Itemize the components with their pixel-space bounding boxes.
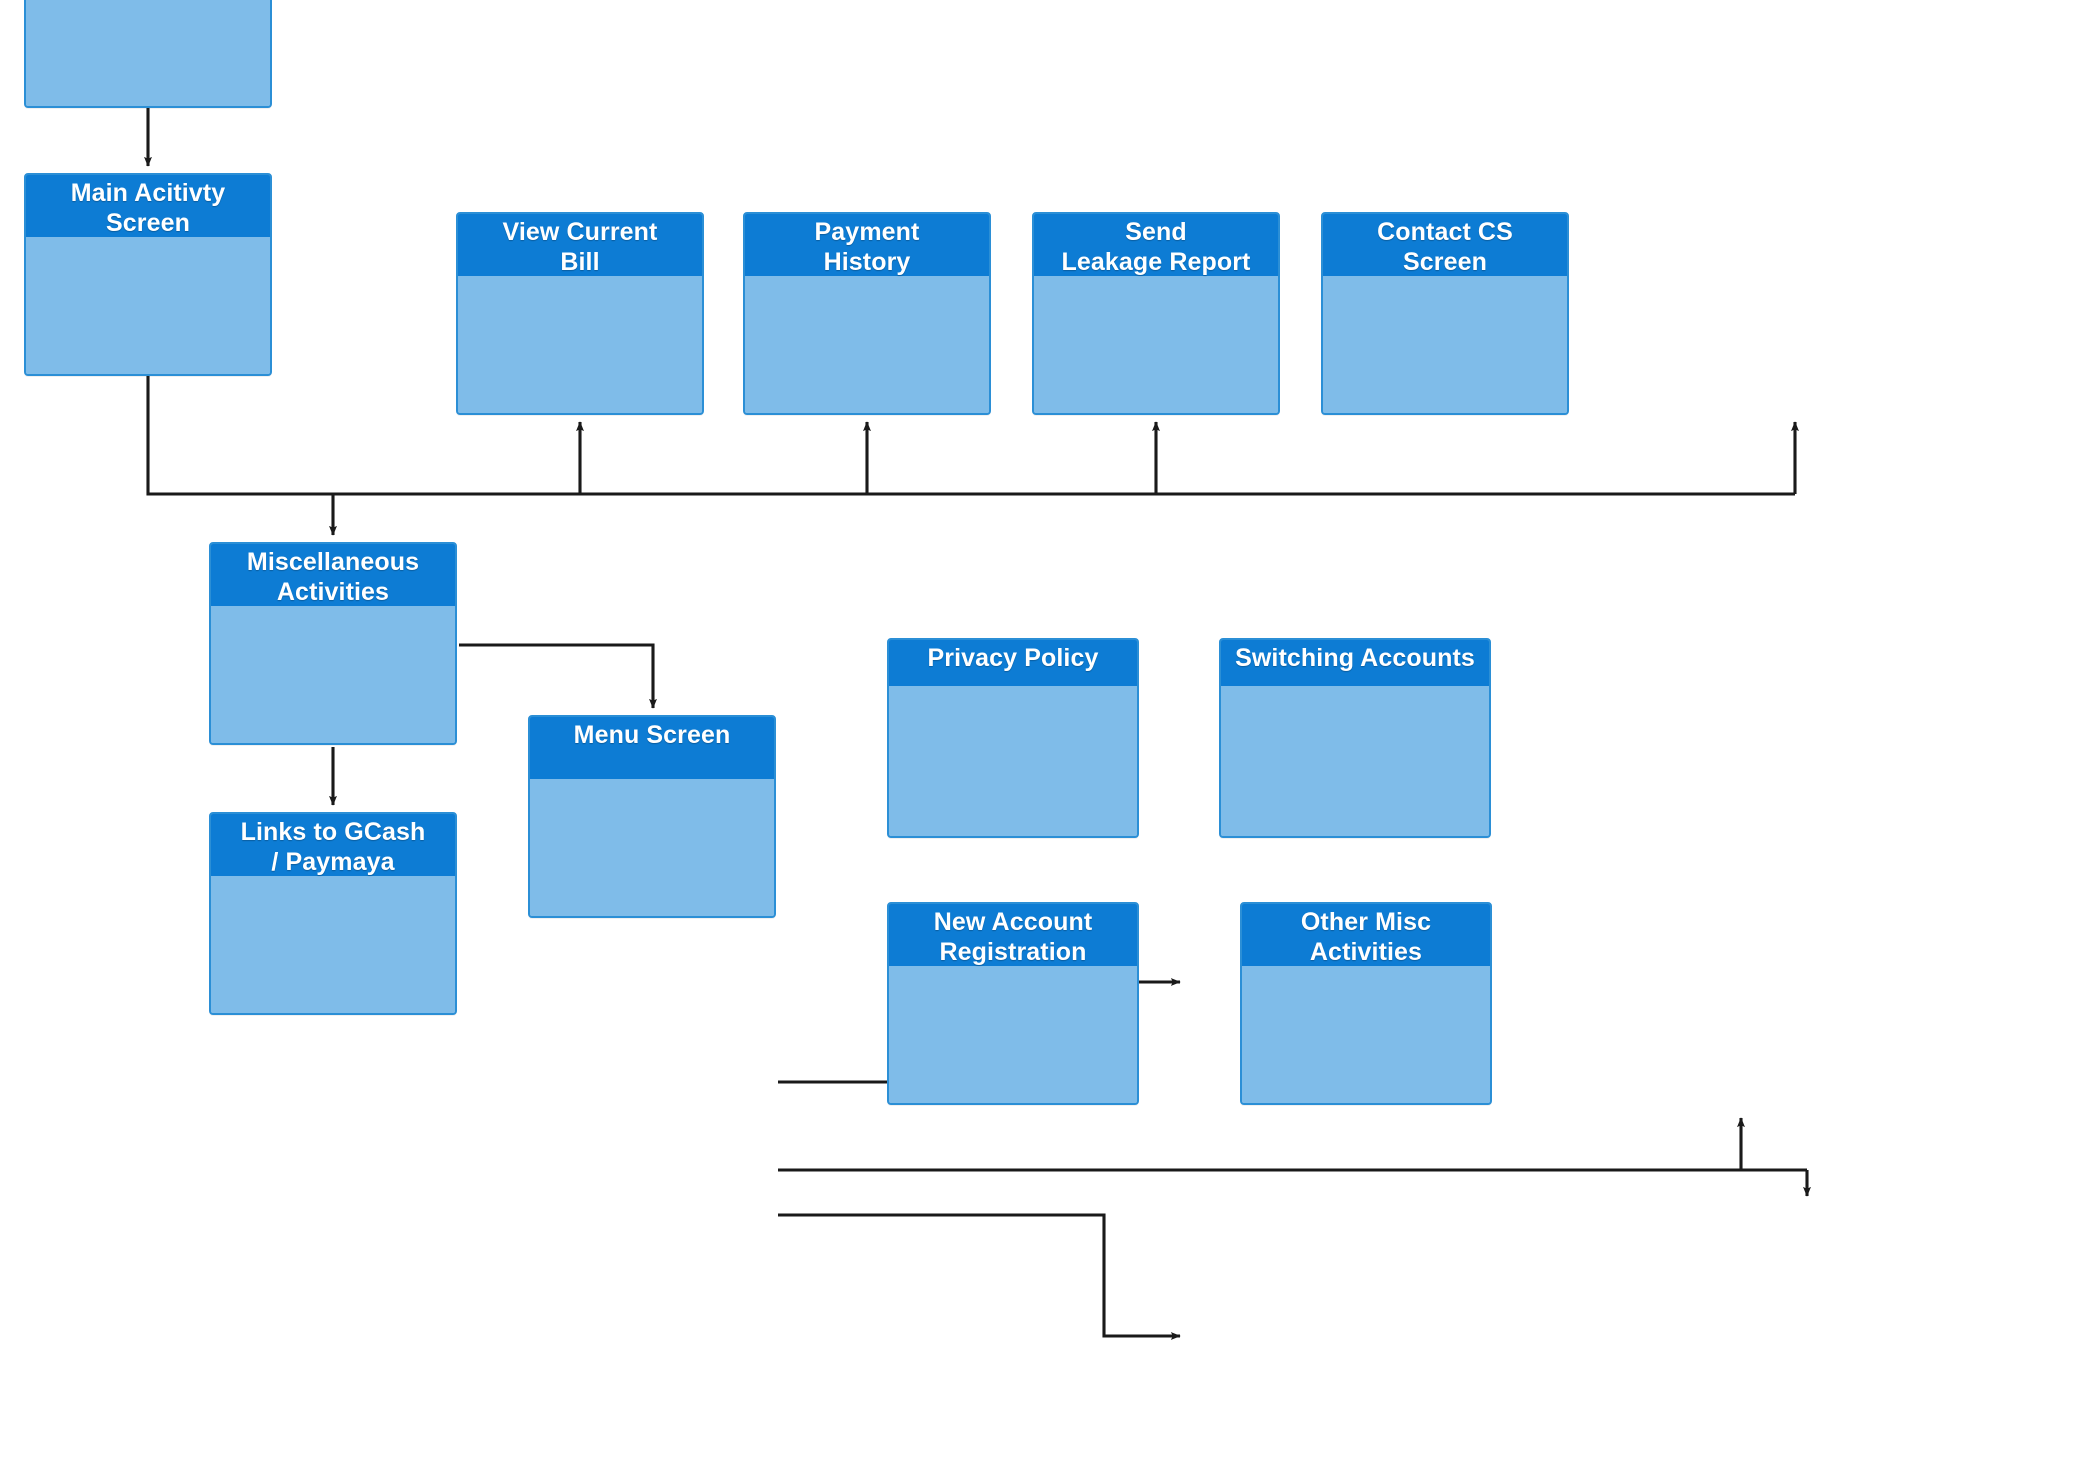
node-other_misc-title: Other Misc Activities [1242,904,1490,966]
node-menu_screen-body [530,779,774,916]
node-menu_screen-title: Menu Screen [530,717,774,779]
node-new_account_reg[interactable]: New Account Registration [887,902,1139,1105]
node-main_activity-body [26,237,270,374]
node-contact_cs-body [1323,276,1567,413]
node-menu_screen[interactable]: Menu Screen [528,715,776,918]
node-privacy_policy[interactable]: Privacy Policy [887,638,1139,838]
node-view_current_bill-body [458,276,702,413]
node-main_activity-title: Main Acitivty Screen [26,175,270,237]
node-links_gcash_paymaya-body [211,876,455,1013]
node-payment_history-body [745,276,989,413]
node-links_gcash_paymaya[interactable]: Links to GCash / Paymaya [209,812,457,1015]
node-privacy_policy-title: Privacy Policy [889,640,1137,686]
node-new_account_reg-body [889,966,1137,1103]
edge-misc-to-menu [459,643,657,709]
node-main_activity[interactable]: Main Acitivty Screen [24,173,272,376]
node-privacy_policy-body [889,686,1137,836]
node-view_current_bill[interactable]: View Current Bill [456,212,704,415]
node-send_leakage_report-body [1034,276,1278,413]
node-switching_accounts-body [1221,686,1489,836]
node-send_leakage_report-title: Send Leakage Report [1034,214,1278,276]
node-payment_history-title: Payment History [745,214,989,276]
node-misc_activities[interactable]: Miscellaneous Activities [209,542,457,745]
node-contact_cs[interactable]: Contact CS Screen [1321,212,1569,415]
node-switching_accounts[interactable]: Switching Accounts [1219,638,1491,838]
node-contact_cs-title: Contact CS Screen [1323,214,1567,276]
node-misc_activities-title: Miscellaneous Activities [211,544,455,606]
node-links_gcash_paymaya-title: Links to GCash / Paymaya [211,814,455,876]
node-other_misc[interactable]: Other Misc Activities [1240,902,1492,1105]
node-other_misc-body [1242,966,1490,1103]
node-top_partial[interactable] [24,0,272,108]
node-switching_accounts-title: Switching Accounts [1221,640,1489,686]
node-misc_activities-body [211,606,455,743]
node-new_account_reg-title: New Account Registration [889,904,1137,966]
node-view_current_bill-title: View Current Bill [458,214,702,276]
node-payment_history[interactable]: Payment History [743,212,991,415]
edge-menu-to-new-account [778,1213,1181,1341]
node-top_partial-body [26,0,270,106]
node-send_leakage_report[interactable]: Send Leakage Report [1032,212,1280,415]
